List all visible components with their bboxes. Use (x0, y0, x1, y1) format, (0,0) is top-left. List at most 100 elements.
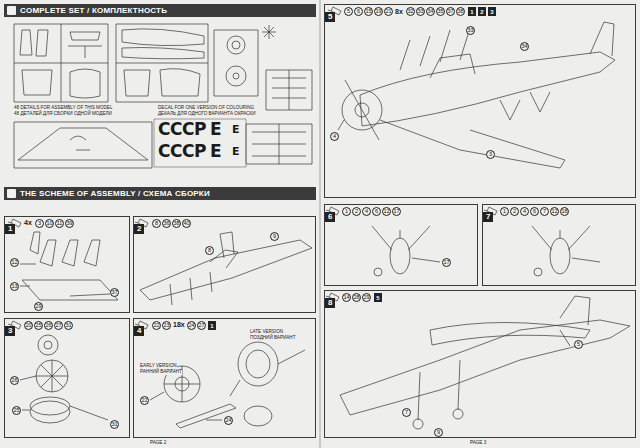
engine-propeller (238, 342, 278, 386)
note-text: PAGE 2 (150, 441, 166, 446)
callout-number: 9 (270, 232, 279, 241)
step-number: 3 (5, 326, 15, 336)
note-text: ДЕКАЛЬ ДЛЯ ОДНОГО ВАРИАНТА ОКРАСКИ (158, 112, 256, 117)
fuselage-side-view (360, 52, 615, 126)
landing-gear-left (390, 238, 410, 274)
callout-number: 26 (44, 321, 53, 330)
callout-number: 18 (560, 207, 569, 216)
wing-sprue (14, 122, 152, 168)
callout-number: 37 (110, 288, 119, 297)
sprue-engine (233, 73, 239, 79)
callout-number: 12 (10, 258, 19, 267)
callout-number: 1 (342, 207, 351, 216)
step-panel: 7 (482, 204, 636, 286)
plane-top-view (453, 409, 463, 419)
decal-marking: E (210, 143, 221, 160)
callout-number: 5 (574, 340, 583, 349)
sprue-frame (70, 69, 100, 98)
decal-marking: E (210, 121, 221, 138)
step-number: 7 (483, 212, 493, 222)
callout-number: 13 (10, 282, 19, 291)
callout-number: 9 (434, 428, 443, 437)
sprue-engine (226, 66, 246, 86)
plane-top-view (430, 323, 590, 346)
engine-propeller (230, 350, 305, 396)
sprue-fuselage (124, 70, 150, 96)
brand-logo (7, 189, 16, 198)
step-number: 8 (325, 298, 335, 308)
sprue-engine (227, 36, 245, 54)
callout-number: 8 (205, 246, 214, 255)
callout-number: 12 (382, 207, 391, 216)
callout-number: 25 (12, 406, 21, 415)
step-panel: 8 (324, 290, 636, 438)
note-text: PAGE 3 (470, 441, 486, 446)
engine-exploded (36, 360, 68, 392)
plane-top-view (560, 296, 590, 325)
fuselage-side-view (338, 120, 344, 130)
sprue-frame (14, 24, 108, 102)
callout-number: 27 (54, 321, 63, 330)
callout-number: 28 (352, 293, 361, 302)
wing-sprue (70, 136, 90, 150)
decal-marking: СССР (158, 143, 206, 160)
sprue-small (246, 124, 312, 164)
header-band: COMPLETE SET / КОМПЛЕКТНОСТЬ (4, 4, 316, 17)
header-band: THE SCHEME OF ASSEMBLY / СХЕМА СБОРКИ (4, 187, 316, 200)
note-text: 48 ДЕТАЛЕЙ ДЛЯ СБОРКИ ОДНОЙ МОДЕЛИ (14, 112, 112, 117)
cockpit-floor (20, 232, 118, 300)
fuselage-side-view (338, 22, 615, 168)
callout-number: 4 (362, 207, 371, 216)
decal-sheet (154, 119, 246, 167)
step-number: 2 (134, 224, 144, 234)
note-text: РАННИЙ ВАРИАНТ (140, 370, 182, 375)
sprue-frame (68, 46, 102, 58)
callout-number: 29 (34, 302, 43, 311)
step-panel: 5 (324, 4, 636, 198)
callout-number: 25 (34, 321, 43, 330)
cockpit-floor (30, 232, 40, 254)
engine-exploded (44, 341, 52, 349)
wing-assembly (170, 272, 212, 305)
sprue-engine (214, 25, 276, 96)
section-heading: THE SCHEME OF ASSEMBLY / СХЕМА СБОРКИ (20, 189, 210, 198)
sprue-fuselage (160, 69, 200, 96)
sprue-frame (14, 24, 108, 102)
sprue-engine (232, 41, 240, 49)
quantity-text: 8x (395, 8, 403, 15)
wing-assembly (140, 232, 312, 305)
callout-number: 38 (456, 7, 465, 16)
quantity-text: 4x (24, 219, 32, 226)
step-number: 1 (5, 224, 15, 234)
sprue-frame (61, 24, 62, 102)
quantity-text: 18x (173, 321, 185, 328)
callout-number: 26 (10, 376, 19, 385)
callout-number: 2 (510, 207, 519, 216)
callout-number: 22 (152, 321, 161, 330)
callout-number: 7 (540, 207, 549, 216)
sprue-fuselage (116, 24, 208, 102)
sprue-engine (214, 30, 258, 96)
callout-number: 29 (362, 293, 371, 302)
step-panel: 2 (133, 216, 316, 313)
callout-number: 4 (520, 207, 529, 216)
callout-number: 19 (374, 7, 383, 16)
sprue-frame (22, 70, 52, 95)
engine-exploded (20, 335, 108, 423)
plane-top-view (340, 320, 630, 415)
step-reference: 1 (468, 7, 476, 16)
callout-number: 14 (342, 293, 351, 302)
callout-number: 40 (182, 219, 191, 228)
callout-number: 10 (45, 219, 54, 228)
glue-icon (8, 7, 497, 329)
sprue-small (246, 70, 312, 164)
callout-number: 37 (446, 7, 455, 16)
engine-exploded (20, 376, 108, 420)
sprue-frame (70, 32, 100, 40)
page-divider (319, 0, 321, 448)
callout-number: 20 (24, 321, 33, 330)
callout-number: 5 (344, 7, 353, 16)
engine-propeller (150, 342, 305, 428)
step-panel: 1 (4, 216, 130, 313)
